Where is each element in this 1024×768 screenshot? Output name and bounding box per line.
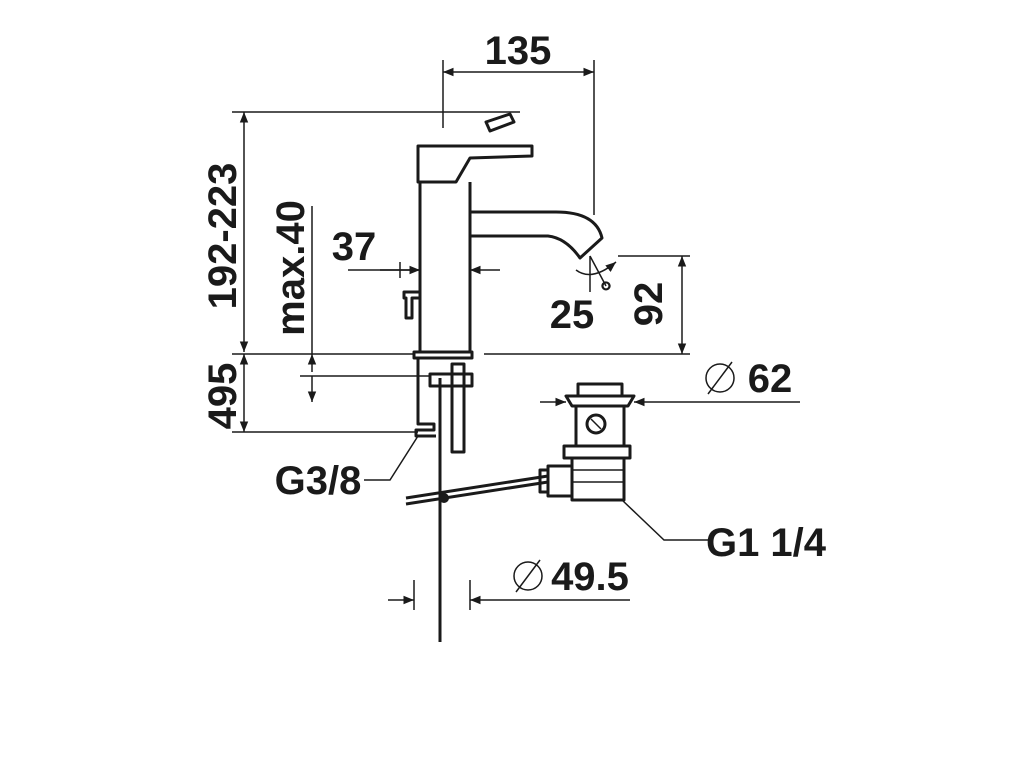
dim-max-thickness: max.40 xyxy=(269,200,430,402)
dim-lower-length: 495 xyxy=(201,354,418,433)
diameter-symbol-49 xyxy=(513,561,543,591)
flexible-hose xyxy=(414,358,436,438)
dim-spout-reach: 135 xyxy=(442,29,595,215)
linkage-rod xyxy=(405,480,549,506)
label-total-height: 192-223 xyxy=(201,163,245,310)
waste-side-connector xyxy=(546,464,574,498)
mounting-shank xyxy=(450,362,466,454)
waste-body-upper xyxy=(574,406,626,448)
waste-nut xyxy=(562,444,632,460)
waste-connector-knob xyxy=(538,468,550,494)
base-plate xyxy=(412,350,474,360)
label-max-thickness: max.40 xyxy=(269,200,313,336)
dim-mounting-hole: 49.5 xyxy=(388,555,630,610)
label-lower-length: 495 xyxy=(201,363,245,430)
dim-waste-thread: G1 1/4 xyxy=(621,499,827,565)
handle-raised-sketch xyxy=(484,112,516,133)
waste-flange xyxy=(564,394,636,408)
dim-connection-thread: G3/8 xyxy=(275,435,419,503)
waste-valve xyxy=(538,382,636,502)
dim-body-diameter: 37 xyxy=(332,225,500,278)
mounting-nut xyxy=(428,372,474,388)
dim-waste-diameter: 62 xyxy=(540,357,800,407)
label-body-diameter: 37 xyxy=(332,225,377,269)
linkage-clip xyxy=(439,493,449,503)
label-swivel-angle: 25 xyxy=(550,293,595,337)
label-waste-diameter: 62 xyxy=(748,357,793,401)
label-connection-thread: G3/8 xyxy=(275,459,362,503)
faucet-body xyxy=(418,182,472,354)
popup-rod-knob xyxy=(402,290,422,320)
swivel-angle-value: 25 xyxy=(550,293,595,337)
linkage-rod-2 xyxy=(405,474,549,500)
dim-spout-height: 92 xyxy=(618,255,690,354)
label-spout-reach: 135 xyxy=(485,29,552,73)
diameter-symbol-62 xyxy=(705,363,735,393)
degree-symbol: ° xyxy=(600,276,612,309)
faucet-outline xyxy=(402,112,604,642)
dim-swivel-angle: 25 ° xyxy=(550,255,617,337)
label-spout-height: 92 xyxy=(627,282,671,327)
waste-cap xyxy=(576,382,624,398)
label-waste-thread: G1 1/4 xyxy=(706,521,827,565)
handle-lever xyxy=(416,144,534,184)
spout xyxy=(470,210,604,260)
waste-plug-screw xyxy=(585,413,607,435)
label-mounting-hole: 49.5 xyxy=(551,555,629,599)
waste-body-lower xyxy=(570,458,626,502)
dim-total-height: 192-223 xyxy=(201,111,520,352)
